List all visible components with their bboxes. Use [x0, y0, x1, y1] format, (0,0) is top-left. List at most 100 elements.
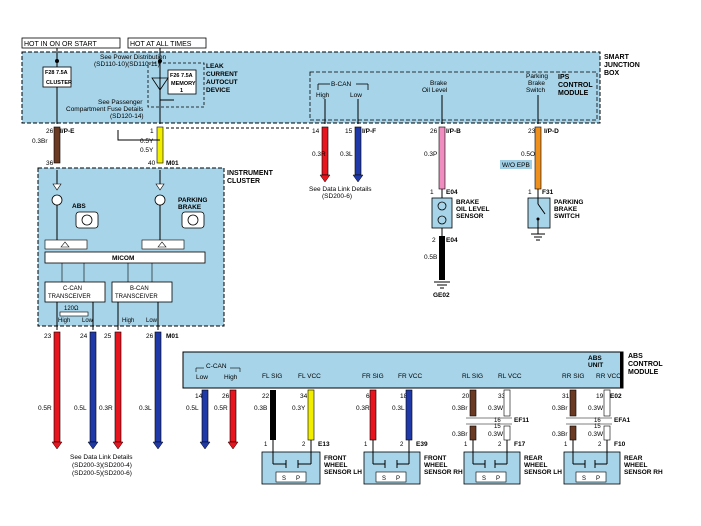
abs-title-3: MODULE [628, 369, 659, 376]
pin-1-yellow: 1 [150, 128, 154, 135]
ips-brake-oil-1: Brake [430, 80, 447, 87]
rl-wire-white [503, 389, 511, 417]
rl-label-3: SENSOR LH [524, 469, 562, 476]
park-switch-2: BRAKE [554, 206, 578, 213]
ips-title-3: MODULE [558, 90, 589, 97]
rr-wire-0.3br: 0.3Br [552, 405, 568, 412]
see-passenger-2: Compartment Fuse Details [66, 106, 144, 113]
see-data-link-top-2: (SD200-6) [322, 193, 352, 200]
fr-pin2: 2 [400, 442, 404, 448]
fl-p: P [296, 476, 300, 482]
e04-pin2: 2 [432, 237, 436, 244]
abs-pin-18: 18 [400, 393, 408, 400]
abs-label: ABS [72, 203, 86, 210]
wire-label-0.3l-top: 0.3L [340, 151, 353, 158]
leak-device-4: DEVICE [206, 87, 231, 94]
see-data-link-bottom-1: See Data Link Details [70, 454, 133, 461]
rr-lower-0.3br: 0.3Br [552, 431, 568, 438]
leak-device-3: AUTOCUT [206, 79, 238, 86]
abs-pin-31: 31 [562, 393, 570, 400]
rl-pin1: 1 [464, 442, 468, 448]
pin-26-ipe: 26 [46, 128, 54, 135]
abs-control-module [182, 351, 624, 389]
hot-at-all-times-label: HOT AT ALL TIMES [127, 37, 207, 49]
rl-label-2: WHEEL [524, 462, 548, 469]
ground-ge02: GE02 [433, 292, 450, 299]
rl-lower-0.3br: 0.3Br [452, 431, 468, 438]
wire-label-0.5y-1: 0.5Y [140, 138, 154, 145]
rl-wire-brown [469, 389, 477, 417]
pin-26-ipb: 26 [430, 128, 438, 135]
abs-rl-sig: RL SIG [462, 373, 483, 380]
park-switch-3: SWITCH [554, 213, 580, 220]
fl-label-2: WHEEL [324, 462, 348, 469]
rr-pin2: 2 [598, 442, 602, 448]
pin-36: 36 [46, 160, 54, 167]
cluster-bcan-high: High [122, 318, 134, 324]
hot-in-on-label: HOT IN ON OR START [21, 37, 121, 49]
resistor-120ohm: 120Ω [64, 306, 79, 312]
rr-s: S [582, 476, 586, 482]
parking-brake-lamp: PARKING BRAKE [154, 170, 208, 240]
pin-40: 40 [148, 160, 156, 167]
parking-brake-label-1: PARKING [178, 197, 208, 204]
wire-label-0.3p: 0.3P [424, 151, 437, 158]
wire-label-0.5y-2: 0.5Y [140, 147, 154, 154]
wire-label-0.3br: 0.3Br [32, 138, 48, 145]
abs-warning-lamp: ABS [51, 170, 99, 240]
abs-ccan-low: Low [196, 374, 208, 381]
rl-wire-0.3br: 0.3Br [452, 405, 468, 412]
wire-orange [534, 126, 542, 190]
parking-brake-label-2: BRAKE [178, 204, 202, 211]
connector-ipd: I/P-D [544, 128, 559, 135]
ccan-label-2: TRANSCEIVER [48, 294, 91, 300]
sjb-title-1: SMART [604, 54, 630, 61]
fuse-f26-name: MEMORY [171, 81, 196, 87]
fl-wire-yellow [307, 389, 315, 441]
rr-wire-brown [569, 389, 577, 417]
abs-wire-0.5l: 0.5L [186, 405, 199, 412]
abs-pin-6: 6 [366, 393, 370, 400]
f31-pin1: 1 [528, 189, 532, 196]
see-passenger-1: See Passenger [98, 99, 143, 106]
ips-parking-3: Switch [526, 87, 546, 94]
brake-sensor-1: BRAKE [456, 199, 480, 206]
abs-fr-sig: FR SIG [362, 373, 384, 380]
pin-23-ipd: 23 [528, 128, 536, 135]
abs-unit-2: UNIT [588, 362, 603, 369]
connector-f10: F10 [614, 441, 626, 448]
cluster-wire-blue-1 [89, 331, 97, 443]
abs-pin-33: 33 [498, 393, 506, 400]
micom-block [44, 251, 206, 264]
pin-15-ipf: 15 [345, 128, 353, 135]
see-data-link-bottom-3: (SD200-5)(SD200-6) [72, 470, 132, 477]
abs-ccan-bracket: C-CAN Low High [195, 363, 241, 381]
abs-pin-26: 26 [222, 393, 230, 400]
park-switch-1: PARKING [554, 199, 584, 206]
hot-in-on-text: HOT IN ON OR START [24, 41, 97, 48]
cluster-wire-0.3r: 0.3R [99, 405, 113, 412]
cluster-wire-0.3l: 0.3L [139, 405, 152, 412]
hot-at-all-times-text: HOT AT ALL TIMES [130, 41, 192, 48]
fr-label-2: WHEEL [424, 462, 448, 469]
see-power-1: See Power Distribution [100, 54, 166, 61]
ips-bcan-label: B-CAN [331, 81, 352, 88]
abs-pin-14: 14 [195, 393, 203, 400]
ips-brake-oil-2: Oil Level [422, 87, 448, 94]
fr-label-1: FRONT [424, 455, 446, 462]
rr-label-2: WHEEL [624, 462, 648, 469]
connector-ef11: EF11 [514, 417, 530, 424]
front-wheel-sensor-rh: 1 2 E39 S P FRONT WHEEL SENSOR RH [363, 440, 463, 485]
abs-wire-blue [201, 389, 209, 443]
rr-label-1: REAR [624, 455, 643, 462]
abs-unit-1: ABS [588, 355, 602, 362]
abs-fr-vcc: FR VCC [398, 373, 423, 380]
fl-label-3: SENSOR LH [324, 469, 362, 476]
ips-parking-1: Parking [526, 73, 548, 80]
wo-epb-badge [500, 160, 532, 169]
cluster-bcan-low: Low [146, 318, 158, 324]
abs-ccan-label: C-CAN [206, 363, 227, 370]
abs-fl-vcc: FL VCC [298, 373, 321, 380]
wire-black-e04 [439, 236, 445, 280]
abs-pin-19: 19 [596, 393, 604, 400]
